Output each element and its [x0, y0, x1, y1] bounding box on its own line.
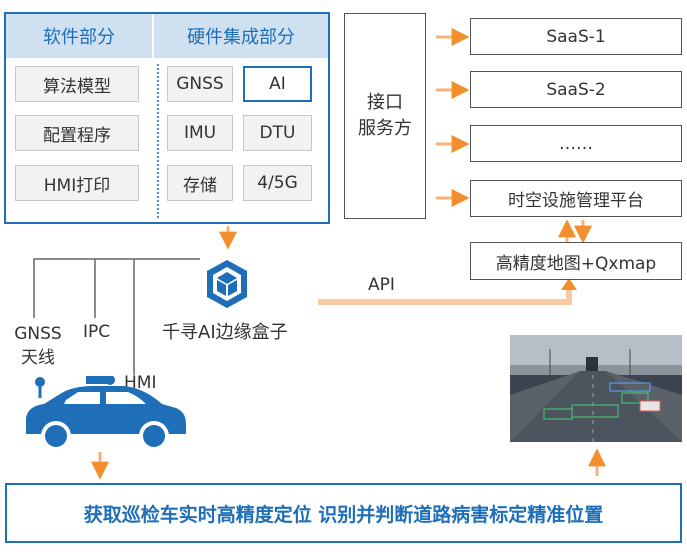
hardware-item-4g5g: 4/5G	[243, 165, 312, 201]
vehicle-wiring	[33, 258, 200, 375]
edge-box-label: 千寻AI边缘盒子	[162, 322, 288, 343]
hardware-title: 硬件集成部分	[154, 14, 328, 58]
ipc-label: IPC	[83, 322, 111, 342]
hardware-item-imu: IMU	[167, 115, 233, 151]
cube-hexagon-icon	[207, 260, 247, 308]
hardware-item-gnss: GNSS	[167, 66, 233, 102]
software-item-algorithm: 算法模型	[15, 66, 139, 102]
hardware-item-ai: AI	[243, 66, 312, 102]
software-item-config: 配置程序	[15, 115, 139, 151]
section-divider	[157, 64, 159, 218]
bottom-banner: 获取巡检车实时高精度定位 识别并判断道路病害标定精准位置	[5, 483, 682, 543]
interface-provider-box: 接口 服务方	[344, 13, 426, 219]
road-detection-image	[510, 335, 682, 442]
output-facility-platform: 时空设施管理平台	[470, 180, 682, 217]
gnss-antenna-label: GNSS 天线	[14, 324, 62, 368]
provider-line1: 接口	[367, 92, 403, 113]
provider-line2: 服务方	[358, 118, 412, 139]
car-icon	[26, 376, 186, 451]
software-title: 软件部分	[6, 14, 152, 58]
road-detection-scene	[510, 335, 682, 442]
api-label: API	[368, 275, 395, 295]
hd-map-box: 高精度地图+Qxmap	[470, 242, 682, 280]
header-divider	[152, 14, 154, 58]
hardware-software-panel: 软件部分 硬件集成部分 算法模型 配置程序 HMI打印 GNSS AI IMU …	[4, 12, 330, 224]
hardware-item-storage: 存储	[167, 165, 233, 201]
software-item-hmi-print: HMI打印	[15, 165, 139, 201]
output-saas-2: SaaS-2	[470, 71, 682, 108]
hardware-item-dtu: DTU	[243, 115, 312, 151]
api-connector	[318, 283, 572, 305]
output-more: ……	[470, 125, 682, 162]
output-saas-1: SaaS-1	[470, 18, 682, 55]
